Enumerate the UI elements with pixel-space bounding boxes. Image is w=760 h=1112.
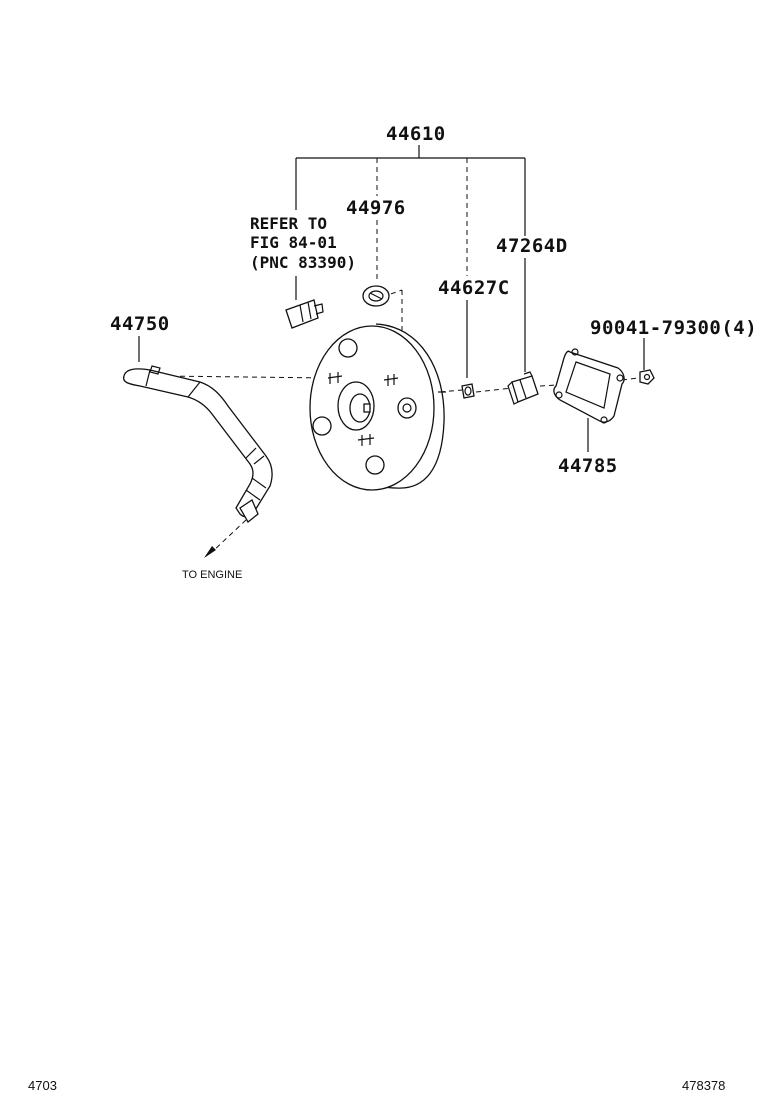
footer-right-code: 478378 xyxy=(682,1078,725,1093)
label-clevis-47264d: 47264D xyxy=(496,235,568,257)
label-gasket-44785: 44785 xyxy=(558,455,618,477)
footer-left-code: 4703 xyxy=(28,1078,57,1093)
leader-lines xyxy=(138,220,645,452)
label-hose-44750: 44750 xyxy=(110,313,170,335)
label-check-valve-44627c: 44627C xyxy=(438,277,510,299)
label-seal-44976: 44976 xyxy=(346,197,406,219)
gasket xyxy=(553,348,625,424)
refer-note-line1: REFER TO xyxy=(250,214,327,233)
to-engine-label: TO ENGINE xyxy=(182,569,242,581)
connector-clip xyxy=(285,299,324,329)
check-valve xyxy=(461,383,475,399)
hex-nut xyxy=(639,369,655,385)
brake-booster xyxy=(309,323,446,491)
assembly-bracket xyxy=(295,145,526,276)
label-nut-90041-79300: 90041-79300(4) xyxy=(590,317,757,339)
refer-note-line3: (PNC 83390) xyxy=(250,253,356,272)
to-engine-arrow xyxy=(204,546,216,558)
label-assembly-44610: 44610 xyxy=(386,123,446,145)
refer-note-line2: FIG 84-01 xyxy=(250,233,337,252)
grommet-seal xyxy=(362,285,390,307)
clevis xyxy=(507,371,539,405)
vacuum-hose xyxy=(122,365,273,523)
